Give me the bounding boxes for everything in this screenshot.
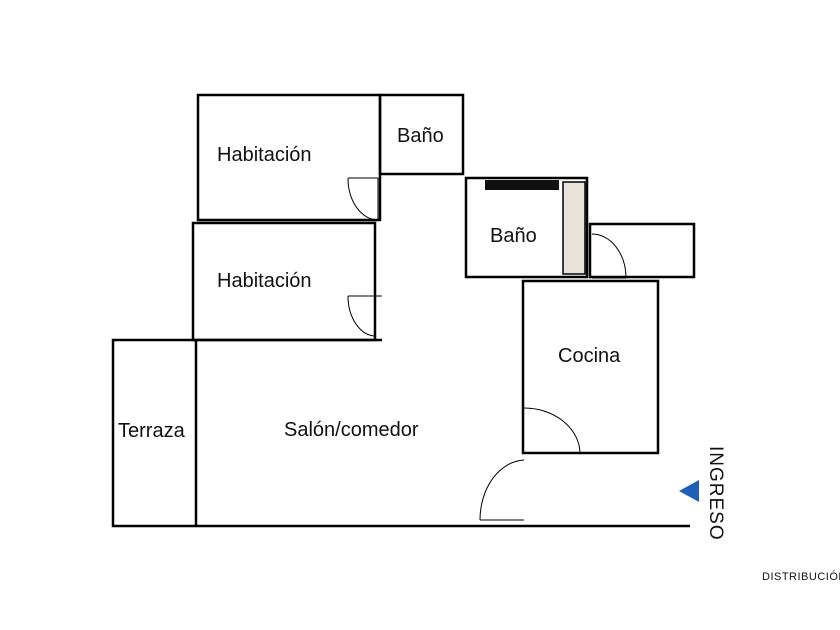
cocina-walls [521, 279, 660, 455]
bano-2-cabinet [562, 181, 586, 275]
habitacion-1-label: Habitación [217, 144, 312, 166]
footer-note: DISTRIBUCIÓN [762, 570, 840, 583]
door-entrance [479, 459, 525, 521]
door-habitacion-2 [347, 295, 382, 337]
habitacion-2-label: Habitación [217, 270, 312, 292]
entrance-arrow-icon [679, 480, 699, 502]
cocina-label: Cocina [558, 345, 621, 367]
door-bano-2 [591, 233, 627, 279]
terraza-label: Terraza [118, 420, 186, 442]
door-habitacion-1 [347, 177, 379, 221]
ingreso-label: INGRESO [705, 446, 726, 541]
bano-2-walls [464, 176, 589, 279]
bano-2-counter [485, 180, 559, 190]
hall-walls [588, 222, 696, 279]
bano-1-walls [378, 93, 465, 176]
door-cocina [521, 407, 581, 455]
bano-1-label: Baño [397, 125, 444, 147]
salon-label: Salón/comedor [284, 419, 419, 441]
bano-2-label: Baño [490, 225, 537, 247]
terraza-walls [111, 338, 198, 528]
